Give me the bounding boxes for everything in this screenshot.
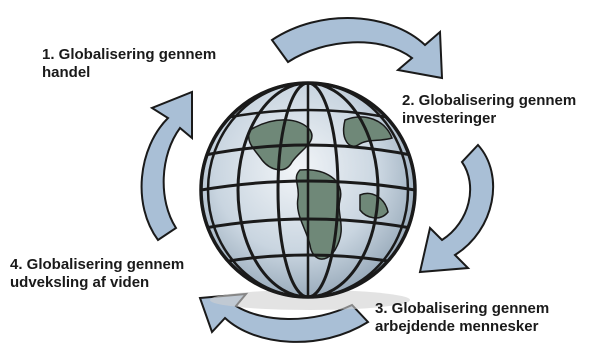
label-working-people-line2: arbejdende mennesker (375, 318, 539, 335)
globe-illustration (199, 81, 417, 310)
label-knowledge-exchange: 4. Globalisering gennem udveksling af vi… (10, 256, 184, 292)
cycle-arrow-right (418, 143, 494, 274)
label-working-people-line1: 3. Globalisering gennem (375, 300, 550, 317)
cycle-arrow-bottom (198, 292, 370, 343)
label-working-people: 3. Globalisering gennem arbejdende menne… (375, 300, 549, 336)
label-trade: 1. Globalisering gennem handel (42, 46, 216, 82)
label-knowledge-exchange-line1: 4. Globalisering gennem (10, 256, 185, 273)
label-investments: 2. Globalisering gennem investeringer (402, 92, 576, 128)
label-trade-line2: handel (42, 64, 91, 81)
label-investments-line2: investeringer (402, 110, 497, 127)
label-trade-line1: 1. Globalisering gennem (42, 46, 217, 63)
cycle-arrow-left (140, 90, 193, 242)
cycle-arrow-top (270, 17, 444, 80)
label-investments-line1: 2. Globalisering gennem (402, 92, 577, 109)
label-knowledge-exchange-line2: udveksling af viden (10, 274, 150, 291)
